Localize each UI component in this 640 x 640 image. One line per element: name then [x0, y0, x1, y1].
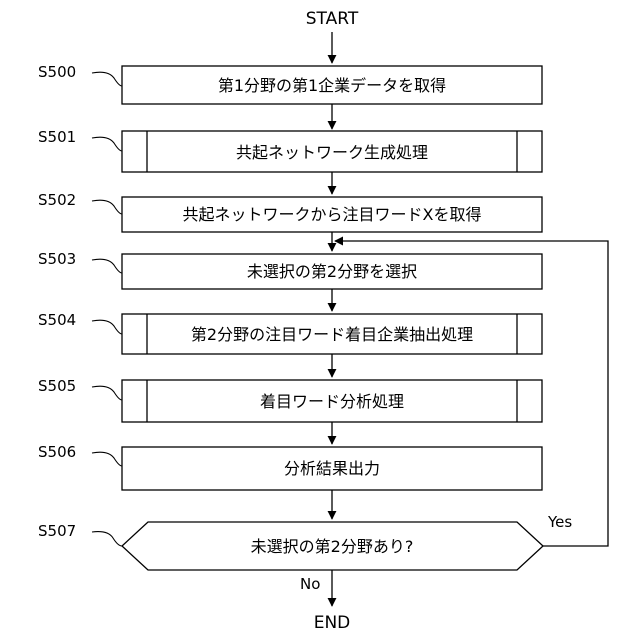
- step-id-s506: S506: [38, 443, 76, 461]
- leader-s504: [92, 320, 122, 334]
- subroutine-text-s501: 共起ネットワーク生成処理: [236, 143, 428, 162]
- step-id-s504: S504: [38, 311, 76, 329]
- branch-yes-label: Yes: [547, 513, 572, 531]
- process-text-s506: 分析結果出力: [284, 459, 380, 478]
- step-id-s505: S505: [38, 377, 76, 395]
- branch-no-label: No: [300, 575, 320, 593]
- step-id-s503: S503: [38, 250, 76, 268]
- leader-s502: [92, 200, 122, 214]
- leader-s503: [92, 259, 122, 273]
- step-id-s500: S500: [38, 63, 76, 81]
- leader-s505: [92, 386, 122, 400]
- subroutine-text-s505: 着目ワード分析処理: [260, 392, 404, 411]
- leader-s501: [92, 137, 122, 151]
- step-id-s507: S507: [38, 522, 76, 540]
- leader-s507: [92, 532, 122, 546]
- decision-text-s507: 未選択の第2分野あり?: [251, 537, 414, 556]
- step-id-s502: S502: [38, 191, 76, 209]
- start-label: START: [306, 9, 359, 29]
- leader-s506: [92, 452, 122, 466]
- process-text-s502: 共起ネットワークから注目ワードXを取得: [183, 205, 482, 224]
- end-label: END: [314, 613, 351, 633]
- step-id-s501: S501: [38, 128, 76, 146]
- leader-s500: [92, 72, 122, 86]
- process-text-s503: 未選択の第2分野を選択: [247, 262, 417, 281]
- subroutine-text-s504: 第2分野の注目ワード着目企業抽出処理: [191, 325, 473, 344]
- process-text-s500: 第1分野の第1企業データを取得: [218, 76, 446, 95]
